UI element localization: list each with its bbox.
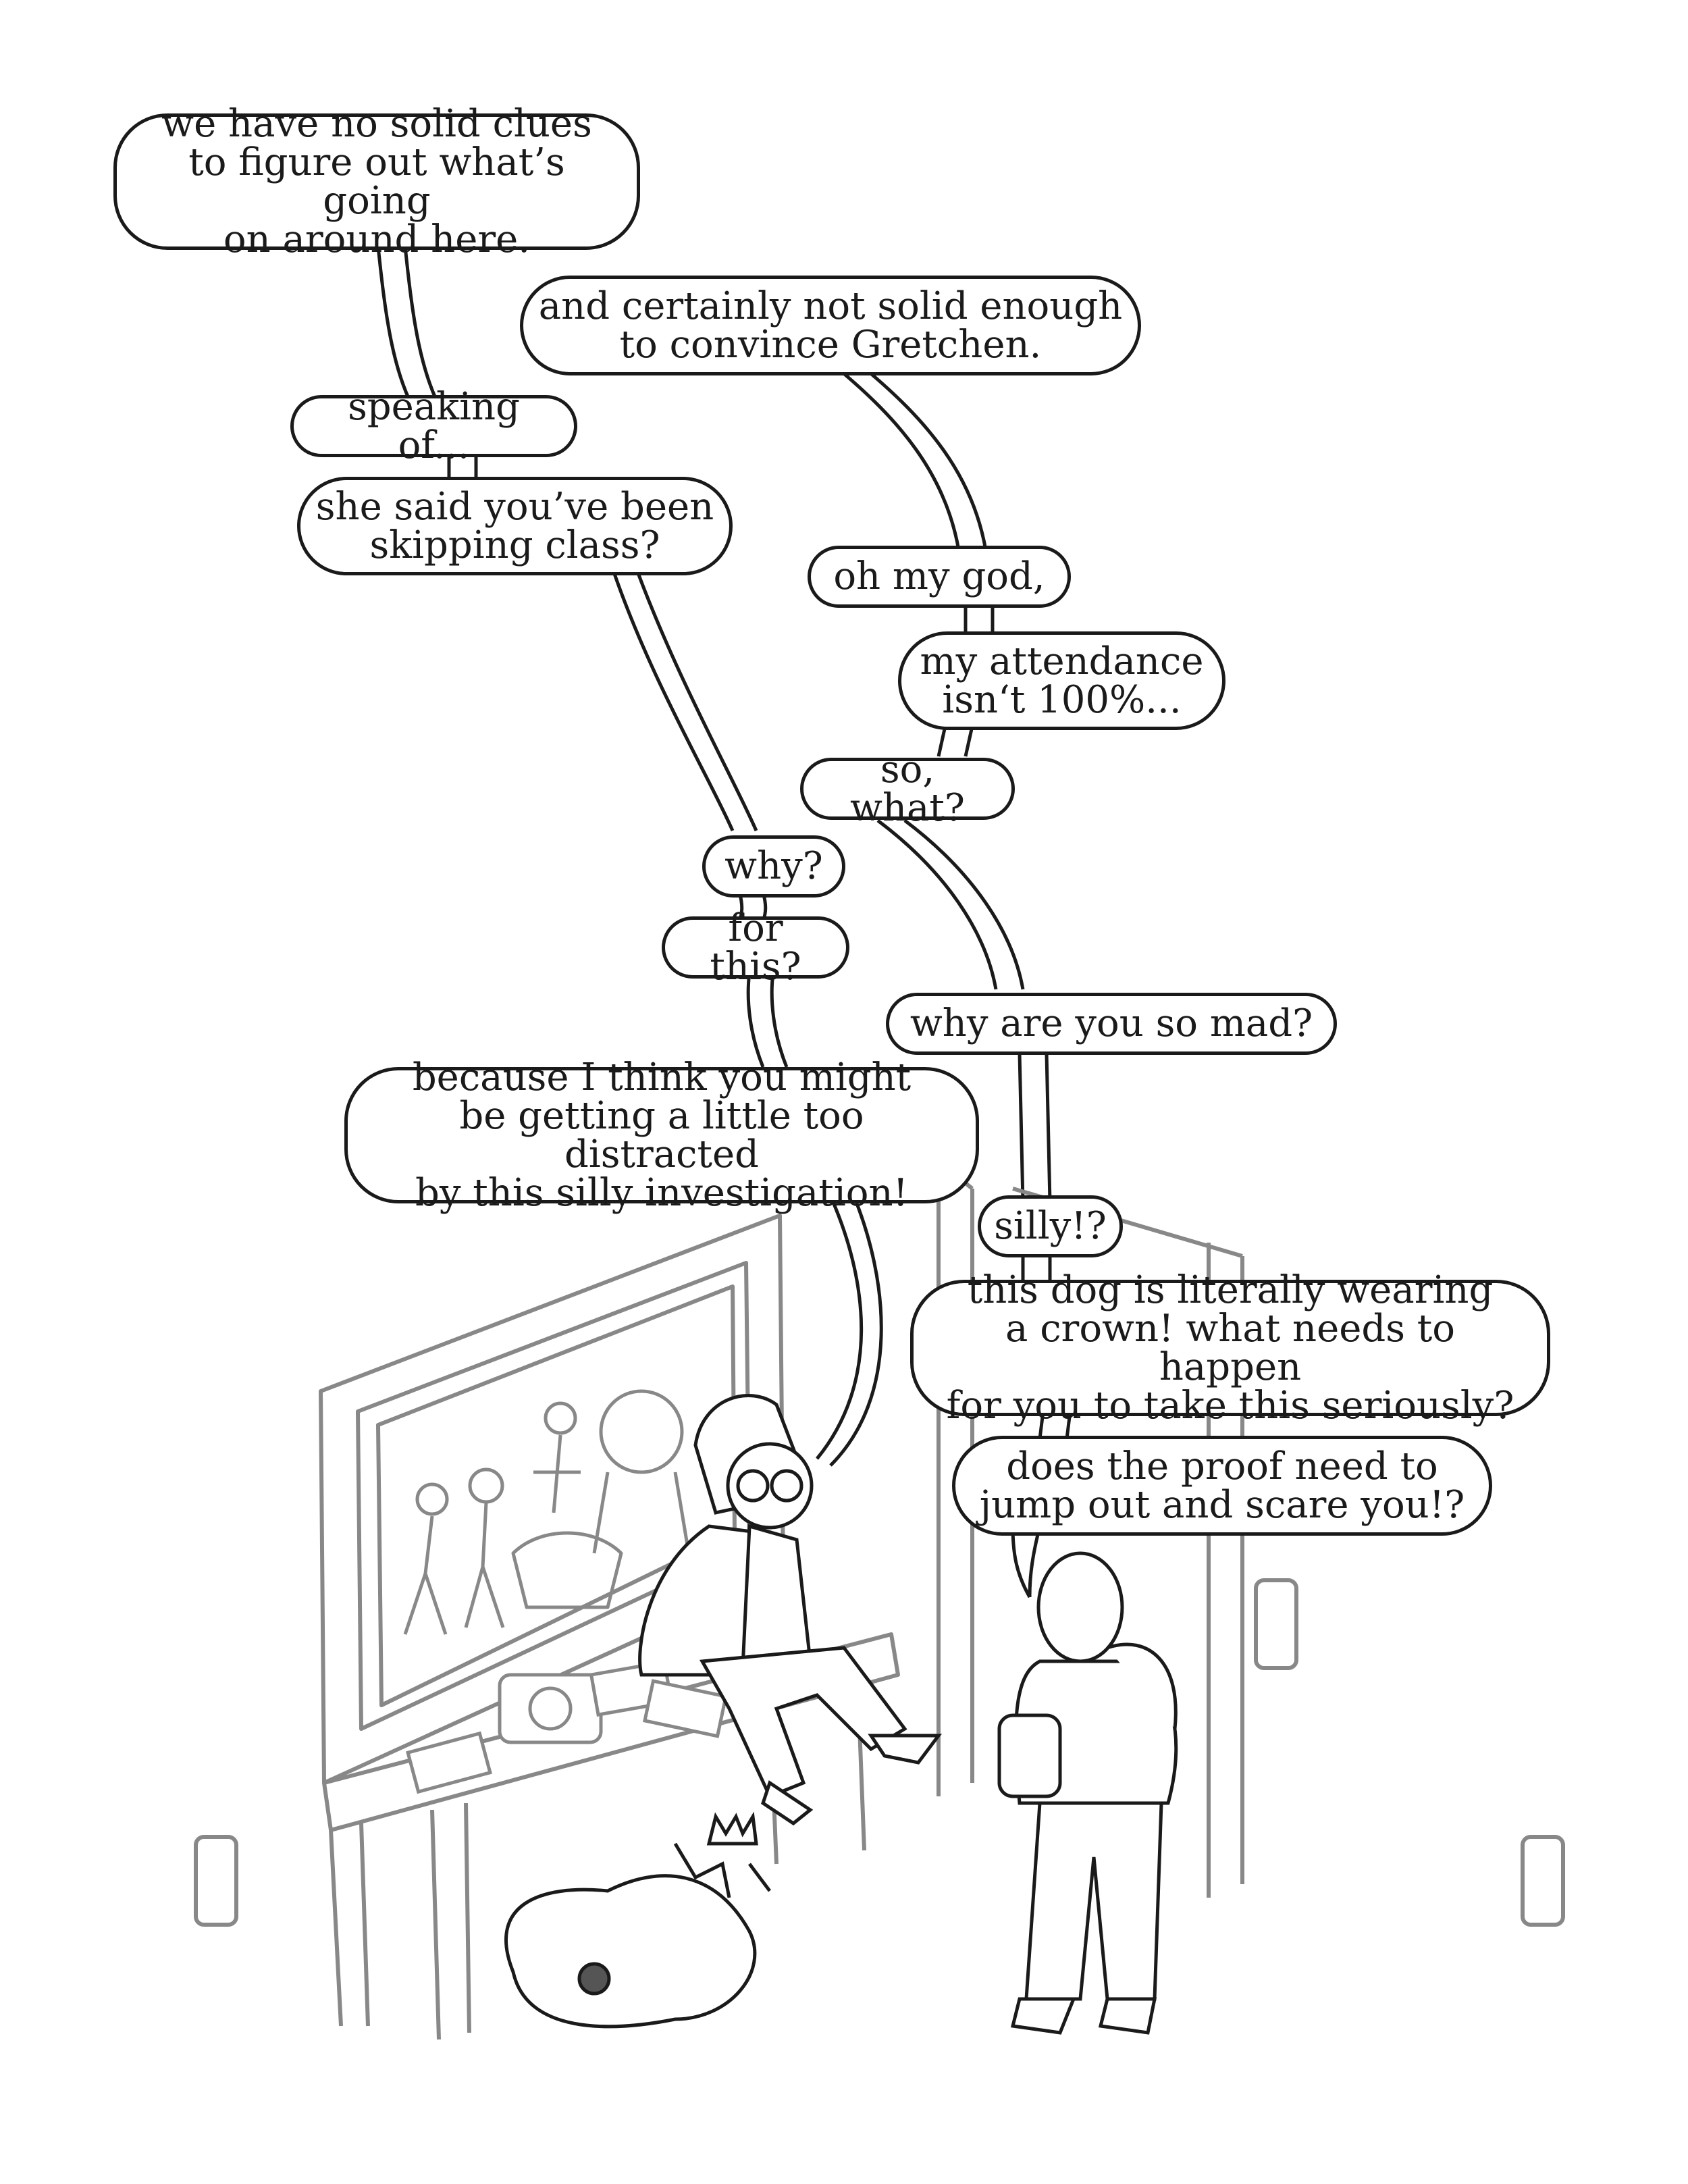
speech-bubble-so-what: so, what? [800, 750, 1015, 827]
bubble-text: speaking of... [348, 384, 520, 467]
seated-character [638, 1394, 942, 1826]
speech-bubble-certainly-not-solid: and certainly not solid enough to convin… [520, 276, 1141, 375]
dog-with-crown [504, 1811, 771, 2029]
speech-bubble-dog-wearing-crown: this dog is literally wearing a crown! w… [910, 1271, 1550, 1425]
bubble-text: my attendance isn‘t 100%... [920, 639, 1204, 722]
bubble-text: oh my god, [833, 554, 1045, 599]
outlet-left [194, 1835, 238, 1927]
bubble-text: does the proof need to jump out and scar… [979, 1444, 1465, 1527]
table [322, 1632, 900, 1832]
outlet-right [1521, 1835, 1565, 1927]
bubble-text: so, what? [850, 747, 965, 830]
bubble-text: silly!? [994, 1204, 1107, 1249]
bubble-text: why are you so mad? [909, 1002, 1313, 1046]
camera-and-photos [406, 1660, 729, 1794]
speech-bubble-why-so-mad: why are you so mad? [886, 993, 1337, 1055]
painting-figures [403, 1389, 691, 1635]
speech-bubble-speaking-of: speaking of... [290, 388, 577, 465]
speech-bubble-for-this: for this? [662, 909, 849, 986]
speech-bubble-skipping-class: she said you’ve been skipping class? [297, 477, 733, 575]
bubble-text: why? [724, 844, 823, 889]
jar [997, 1713, 1062, 1798]
bubble-text: she said you’ve been skipping class? [315, 484, 714, 567]
speech-bubble-no-solid-clues: we have no solid clues to figure out wha… [113, 105, 640, 259]
bubble-text: this dog is literally wearing a crown! w… [946, 1268, 1514, 1428]
speech-bubble-attendance: my attendance isn‘t 100%... [898, 631, 1225, 730]
speech-bubble-oh-my-god: oh my god, [808, 546, 1071, 608]
crown [706, 1811, 758, 1846]
speech-bubble-silly: silly!? [978, 1195, 1123, 1257]
bubble-text: we have no solid clues to figure out wha… [161, 101, 592, 262]
bubble-text: for this? [710, 906, 801, 989]
speech-bubble-too-distracted: because I think you might be getting a l… [344, 1058, 979, 1212]
speech-bubble-jump-out-scare: does the proof need to jump out and scar… [952, 1436, 1492, 1536]
outlet-middle [1254, 1578, 1298, 1670]
standing-character [997, 1551, 1178, 2035]
speech-bubble-why: why? [702, 835, 845, 898]
bubble-text: because I think you might be getting a l… [412, 1055, 912, 1216]
bubble-text: and certainly not solid enough to convin… [538, 284, 1123, 367]
